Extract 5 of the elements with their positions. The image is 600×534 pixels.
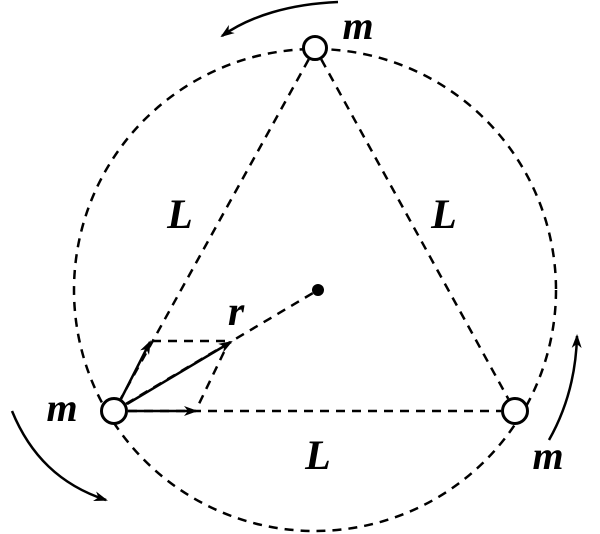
mass-label: m xyxy=(46,388,78,428)
dashed-line xyxy=(320,58,510,400)
dashed-line xyxy=(120,58,310,400)
mass-label: m xyxy=(342,6,374,46)
mass-label: m xyxy=(532,436,564,476)
